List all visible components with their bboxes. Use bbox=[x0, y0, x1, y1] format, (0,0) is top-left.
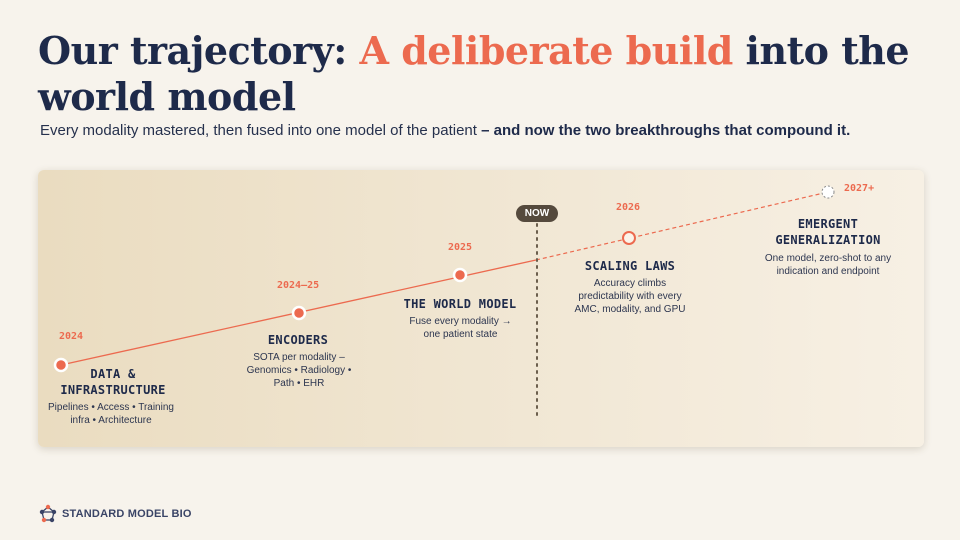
milestone-title-line: THE WORLD MODEL bbox=[403, 297, 517, 311]
node-2027 bbox=[821, 185, 835, 199]
milestone-title: THE WORLD MODEL bbox=[380, 296, 540, 312]
milestone-desc-line: One model, zero-shot to any bbox=[764, 253, 892, 264]
milestone-description: Pipelines • Access • Training infra • Ar… bbox=[38, 401, 184, 427]
milestone-desc-line: SOTA per modality – bbox=[253, 352, 345, 363]
milestone-description: Fuse every modality → one patient state bbox=[383, 315, 538, 341]
node-2024 bbox=[53, 357, 69, 373]
milestone-desc-line: Fuse every modality → bbox=[409, 316, 512, 327]
milestone-year: 2026 bbox=[616, 202, 641, 213]
title-accent: A deliberate build bbox=[359, 28, 734, 73]
milestone-desc-line: indication and endpoint bbox=[776, 266, 880, 277]
milestone-year: 2024 bbox=[59, 331, 84, 342]
timeline-graphic bbox=[53, 185, 835, 416]
milestone-title-line: DATA & bbox=[90, 367, 136, 381]
node-2024-25 bbox=[291, 305, 307, 321]
milestone-title: EMERGENT GENERALIZATION bbox=[748, 216, 908, 248]
milestone-desc-line: Pipelines • Access • Training bbox=[48, 402, 174, 413]
milestone-desc-line: one patient state bbox=[423, 329, 498, 340]
brand-logo-icon bbox=[39, 504, 57, 523]
milestone-desc-line: Accuracy climbs bbox=[593, 278, 667, 289]
page-title: Our trajectory: A deliberate build into … bbox=[38, 28, 918, 120]
milestone-description: One model, zero-shot to any indication a… bbox=[746, 252, 910, 278]
page-subtitle: Every modality mastered, then fused into… bbox=[40, 122, 850, 139]
now-badge: NOW bbox=[516, 205, 558, 222]
trajectory-line-dashed bbox=[535, 191, 829, 261]
milestone-desc-line: AMC, modality, and GPU bbox=[574, 304, 686, 315]
milestone-year: 2025 bbox=[448, 242, 473, 253]
subtitle-bold: – and now the two breakthroughs that com… bbox=[481, 122, 851, 139]
milestone-title-line: SCALING LAWS bbox=[584, 259, 676, 273]
milestone-desc-line: infra • Architecture bbox=[70, 415, 152, 426]
milestone-year: 2024–25 bbox=[277, 280, 320, 291]
title-part-1: Our trajectory: bbox=[38, 28, 360, 73]
milestone-title: SCALING LAWS bbox=[550, 258, 710, 274]
milestone-desc-line: Genomics • Radiology • bbox=[246, 365, 352, 376]
brand-name: STANDARD MODEL BIO bbox=[62, 508, 192, 520]
timeline-panel: NOW 2024 DATA & INFRASTRUCTURE Pipelines… bbox=[38, 170, 924, 447]
milestone-title: DATA & INFRASTRUCTURE bbox=[38, 366, 188, 398]
milestone-title-line: ENCODERS bbox=[267, 333, 329, 347]
milestone-year: 2027+ bbox=[844, 183, 875, 194]
milestone-title-line: GENERALIZATION bbox=[775, 233, 881, 247]
milestone-description: SOTA per modality – Genomics • Radiology… bbox=[224, 351, 374, 390]
subtitle-plain: Every modality mastered, then fused into… bbox=[40, 122, 482, 139]
milestone-title: ENCODERS bbox=[220, 332, 376, 348]
milestone-desc-line: predictability with every bbox=[578, 291, 682, 302]
title-part-2: into the world model bbox=[38, 28, 910, 119]
node-2026 bbox=[622, 231, 636, 245]
node-2025 bbox=[452, 267, 468, 283]
milestone-description: Accuracy climbs predictability with ever… bbox=[552, 277, 708, 316]
footer-brand: STANDARD MODEL BIO bbox=[38, 504, 192, 524]
milestone-title-line: EMERGENT bbox=[797, 217, 859, 231]
milestone-title-line: INFRASTRUCTURE bbox=[60, 383, 166, 397]
milestone-desc-line: Path • EHR bbox=[273, 378, 325, 389]
